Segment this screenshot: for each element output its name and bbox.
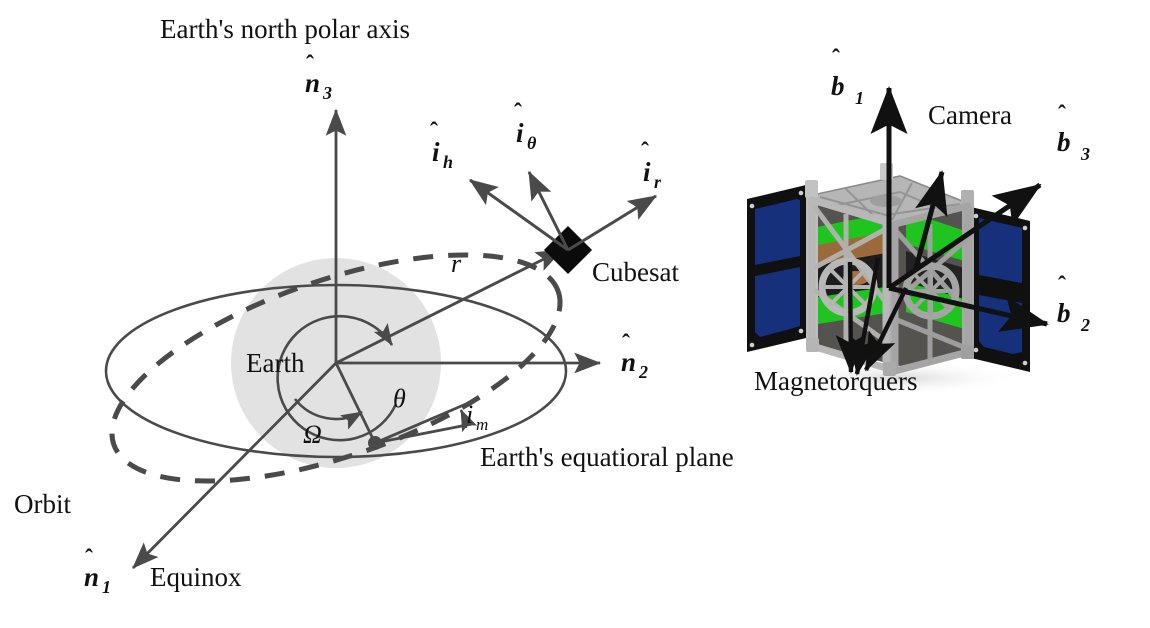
camera-label: Camera bbox=[928, 100, 1012, 130]
label-b2-sub: 2 bbox=[1080, 315, 1090, 335]
axis-line-b2 bbox=[888, 285, 1049, 332]
solar-panel-left bbox=[747, 185, 806, 352]
magnetorquer-callout-arrow-2 bbox=[848, 257, 881, 376]
label-n1-base: n bbox=[84, 562, 99, 592]
label-inclination-sub: m bbox=[476, 415, 488, 434]
hat-accent-itheta: ̂ bbox=[514, 103, 522, 107]
label-radius-r: r bbox=[451, 249, 462, 278]
raan-arc bbox=[293, 398, 363, 430]
label-n1-sub: 1 bbox=[102, 577, 111, 597]
line-of-nodes bbox=[334, 362, 377, 444]
label-b1-sub: 1 bbox=[855, 88, 864, 108]
label-true-anomaly: θ bbox=[393, 384, 406, 413]
equinox-label: Equinox bbox=[150, 562, 242, 592]
cubesat-label: Cubesat bbox=[592, 257, 679, 287]
axis-line-i-theta bbox=[527, 170, 570, 251]
axis-line-n1 bbox=[132, 362, 337, 569]
solar-panel-left-cell-upper bbox=[755, 199, 800, 265]
hat-accent-n1: ̂ bbox=[85, 549, 93, 553]
label-raan: Ω bbox=[303, 420, 322, 449]
inclination-angle-arc bbox=[459, 409, 478, 433]
orbit-geometry-diagram: Earth's north polar axis Earth Cubesat O… bbox=[14, 14, 734, 597]
cubesat-model-diagram: Camera Magnetorquers ̂ b 1 ̂ b 3 ̂ b 2 bbox=[747, 49, 1090, 396]
axis-line-i-h bbox=[469, 178, 569, 252]
earth-label: Earth bbox=[246, 348, 305, 378]
label-ir-sub: r bbox=[654, 172, 662, 192]
magnetorquer-callout-arrow-3 bbox=[864, 287, 908, 372]
page-title-polar-axis: Earth's north polar axis bbox=[160, 14, 410, 44]
inclination-reference-line bbox=[374, 422, 473, 445]
solar-panel-left-cell-lower bbox=[755, 267, 800, 337]
label-inclination: i m bbox=[466, 400, 488, 434]
label-n2-sub: 2 bbox=[638, 362, 648, 382]
label-i-theta: ̂ i θ bbox=[514, 103, 537, 153]
label-ih-sub: h bbox=[443, 152, 453, 172]
hat-accent-b2: ̂ bbox=[1058, 276, 1066, 280]
label-b3-sub: 3 bbox=[1080, 144, 1090, 164]
label-n3: ̂ n 3 bbox=[305, 55, 332, 103]
hat-accent-n2: ̂ bbox=[622, 334, 630, 338]
solar-panel-right-cell-lower bbox=[979, 295, 1022, 354]
top-deck-hub bbox=[870, 195, 902, 207]
magnetorquers-label: Magnetorquers bbox=[754, 366, 917, 396]
radius-vector-r bbox=[335, 248, 564, 365]
label-i-h: ̂ i h bbox=[430, 122, 453, 172]
label-b2-base: b bbox=[1057, 298, 1071, 328]
label-n2: ̂ n 2 bbox=[621, 334, 648, 382]
label-inclination-base: i bbox=[466, 400, 473, 429]
frame-right-spokes bbox=[906, 266, 956, 316]
label-ih-base: i bbox=[432, 137, 440, 167]
magnetorquer-callout-arrow-1 bbox=[835, 261, 866, 374]
label-itheta-base: i bbox=[516, 118, 524, 148]
hat-accent-ih: ̂ bbox=[430, 122, 438, 126]
label-b1-base: b bbox=[831, 71, 845, 101]
orbit-ellipse bbox=[109, 252, 563, 484]
solar-panel-right-cell-upper bbox=[979, 218, 1022, 283]
hat-accent-b1: ̂ bbox=[832, 49, 840, 53]
label-ir-base: i bbox=[643, 157, 651, 187]
true-anomaly-arc bbox=[276, 314, 398, 442]
camera-callout-arrow bbox=[913, 170, 948, 269]
label-n3-sub: 3 bbox=[322, 83, 332, 103]
orbit-label: Orbit bbox=[14, 489, 71, 519]
label-b3-base: b bbox=[1057, 127, 1071, 157]
axis-line-b3 bbox=[887, 182, 1042, 291]
hat-accent-b3: ̂ bbox=[1058, 105, 1066, 109]
equatorial-plane-label: Earth's equatioral plane bbox=[480, 442, 734, 472]
solar-panel-right bbox=[971, 207, 1030, 372]
inclination-orbit-line bbox=[374, 402, 467, 445]
label-b3: ̂ b 3 bbox=[1057, 105, 1090, 164]
hat-accent-n3: ̂ bbox=[306, 55, 314, 59]
axis-line-i-r bbox=[567, 194, 658, 252]
label-n1: ̂ n 1 bbox=[84, 549, 111, 597]
hat-accent-ir: ̂ bbox=[641, 142, 649, 146]
label-b2: ̂ b 2 bbox=[1057, 276, 1090, 335]
label-n2-base: n bbox=[621, 347, 636, 377]
label-n3-base: n bbox=[305, 68, 320, 98]
label-itheta-sub: θ bbox=[527, 133, 537, 153]
label-b1: ̂ b 1 bbox=[831, 49, 864, 108]
label-i-r: ̂ i r bbox=[641, 142, 662, 192]
